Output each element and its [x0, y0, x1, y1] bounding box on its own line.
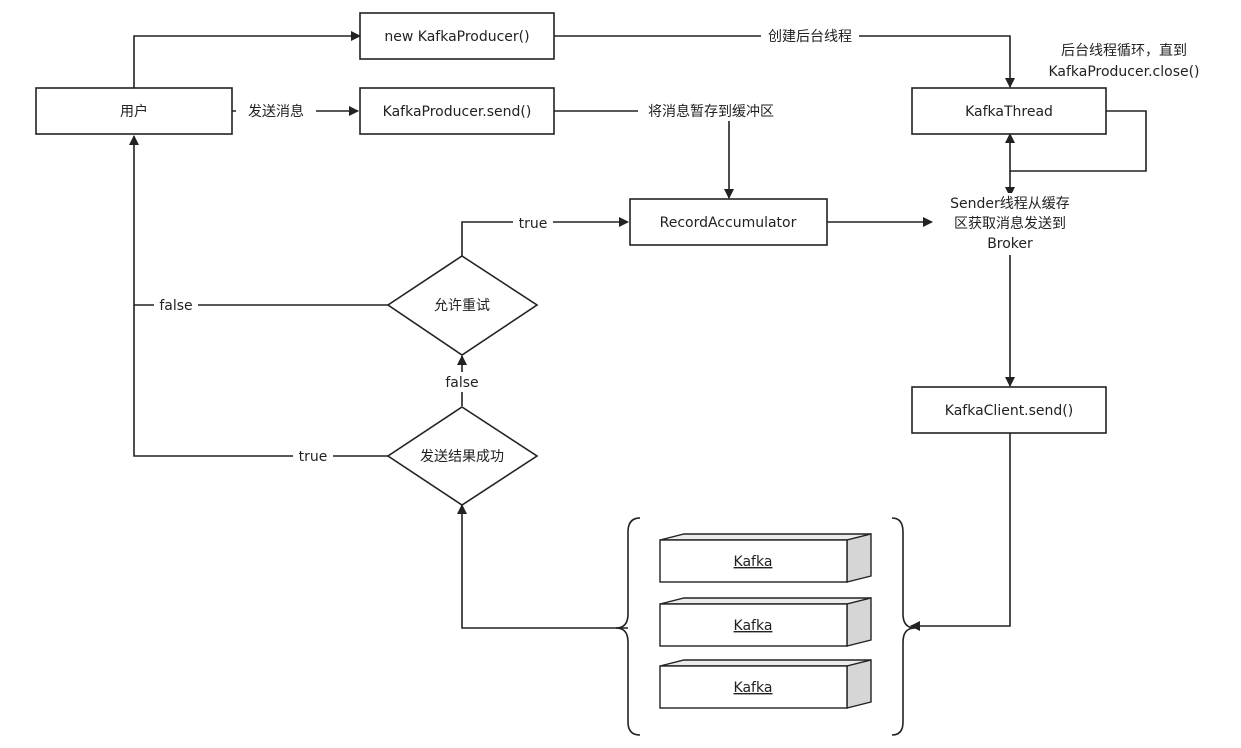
- node-producer-send-label: KafkaProducer.send(): [383, 104, 532, 120]
- edge-label-result-true: true: [299, 449, 328, 465]
- right-brace: [891, 517, 916, 736]
- annotation-thread-loop-line1: 后台线程循环，直到: [1061, 42, 1187, 59]
- edge-producer-send-to-accumulator: [554, 110, 734, 199]
- left-brace: [615, 517, 641, 736]
- kafka-broker-3-label: Kafka: [734, 680, 773, 696]
- edge-allow-retry-to-user: [129, 135, 388, 306]
- node-send-result-success: 发送结果成功: [386, 406, 539, 506]
- node-new-producer-label: new KafkaProducer(): [384, 29, 529, 45]
- edge-send-result-to-user: [133, 305, 388, 457]
- annotation-sender-line1: Sender线程从缓存: [950, 196, 1070, 212]
- kafka-broker-1-label: Kafka: [734, 554, 773, 570]
- edge-user-to-new-producer: [133, 31, 361, 88]
- node-new-producer: new KafkaProducer(): [359, 12, 555, 60]
- edge-label-retry-false: false: [159, 298, 192, 314]
- edge-allow-retry-to-accumulator: [461, 217, 629, 256]
- node-user-label: 用户: [120, 103, 148, 120]
- edge-label-create-thread: 创建后台线程: [768, 29, 852, 45]
- node-kafka-client-send: KafkaClient.send(): [911, 386, 1107, 434]
- edge-label-retry-true: true: [519, 216, 548, 232]
- edge-label-result-false: false: [445, 375, 478, 391]
- node-send-result-success-label: 发送结果成功: [420, 449, 504, 465]
- kafka-broker-1: Kafka: [659, 533, 872, 583]
- edge-kafka-client-to-brokers: [910, 433, 1011, 631]
- kafka-broker-2: Kafka: [659, 597, 872, 647]
- edge-label-buffer-message: 将消息暂存到缓冲区: [648, 103, 774, 120]
- annotation-sender-line3: Broker: [987, 236, 1033, 252]
- node-user: 用户: [35, 87, 233, 135]
- annotation-thread-loop-line2: KafkaProducer.close(): [1048, 64, 1199, 80]
- node-kafka-thread: KafkaThread: [911, 87, 1107, 135]
- node-kafka-client-send-label: KafkaClient.send(): [945, 403, 1073, 419]
- node-allow-retry: 允许重试: [386, 255, 539, 356]
- annotation-sender-line2: 区获取消息发送到: [954, 215, 1066, 232]
- kafka-broker-3: Kafka: [659, 659, 872, 709]
- edge-new-producer-to-kafka-thread: [554, 35, 1015, 88]
- node-kafka-thread-label: KafkaThread: [965, 104, 1053, 120]
- node-allow-retry-label: 允许重试: [434, 298, 490, 314]
- kafka-broker-2-label: Kafka: [734, 618, 773, 634]
- edge-brokers-to-send-result: [457, 504, 628, 629]
- edge-label-send-message: 发送消息: [248, 103, 304, 120]
- edge-kafka-thread-loop: [1005, 110, 1147, 172]
- node-record-accumulator-label: RecordAccumulator: [660, 215, 797, 231]
- node-producer-send: KafkaProducer.send(): [359, 87, 555, 135]
- node-record-accumulator: RecordAccumulator: [629, 198, 828, 246]
